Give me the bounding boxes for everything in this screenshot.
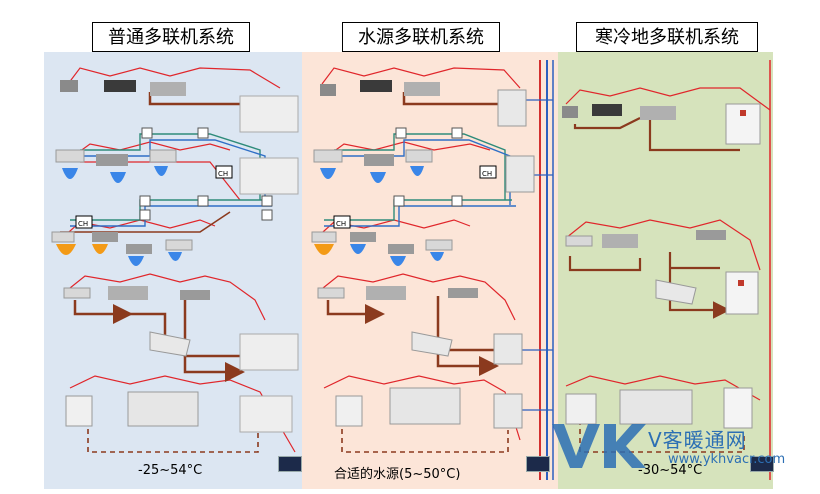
- water-source-temperature-range: 合适的水源(5~50°C): [334, 467, 461, 482]
- cold-climate-vrf-title: 寒冷地多联机系统: [576, 22, 758, 52]
- ch-label: CH: [482, 170, 492, 178]
- standard-system-graphic: [51, 67, 299, 453]
- ch-label: CH: [218, 170, 228, 178]
- watermark-url: www.ykhvacr.com: [668, 452, 786, 467]
- water-source-system-graphic: [311, 60, 554, 480]
- controller-icon: [278, 456, 302, 472]
- ch-label: CH: [336, 220, 346, 228]
- watermark-name: V客暖通网: [648, 428, 747, 452]
- cold-climate-system-graphic: [562, 60, 771, 480]
- standard-temperature-range: -25~54°C: [138, 463, 203, 478]
- vk-logo-icon: [552, 424, 646, 468]
- controller-icon: [750, 456, 774, 472]
- controller-icon: [526, 456, 550, 472]
- cold-climate-temperature-range: -30~54°C: [638, 463, 703, 478]
- water-source-vrf-title: 水源多联机系统: [342, 22, 500, 52]
- ch-label: CH: [78, 220, 88, 228]
- standard-vrf-title: 普通多联机系统: [92, 22, 250, 52]
